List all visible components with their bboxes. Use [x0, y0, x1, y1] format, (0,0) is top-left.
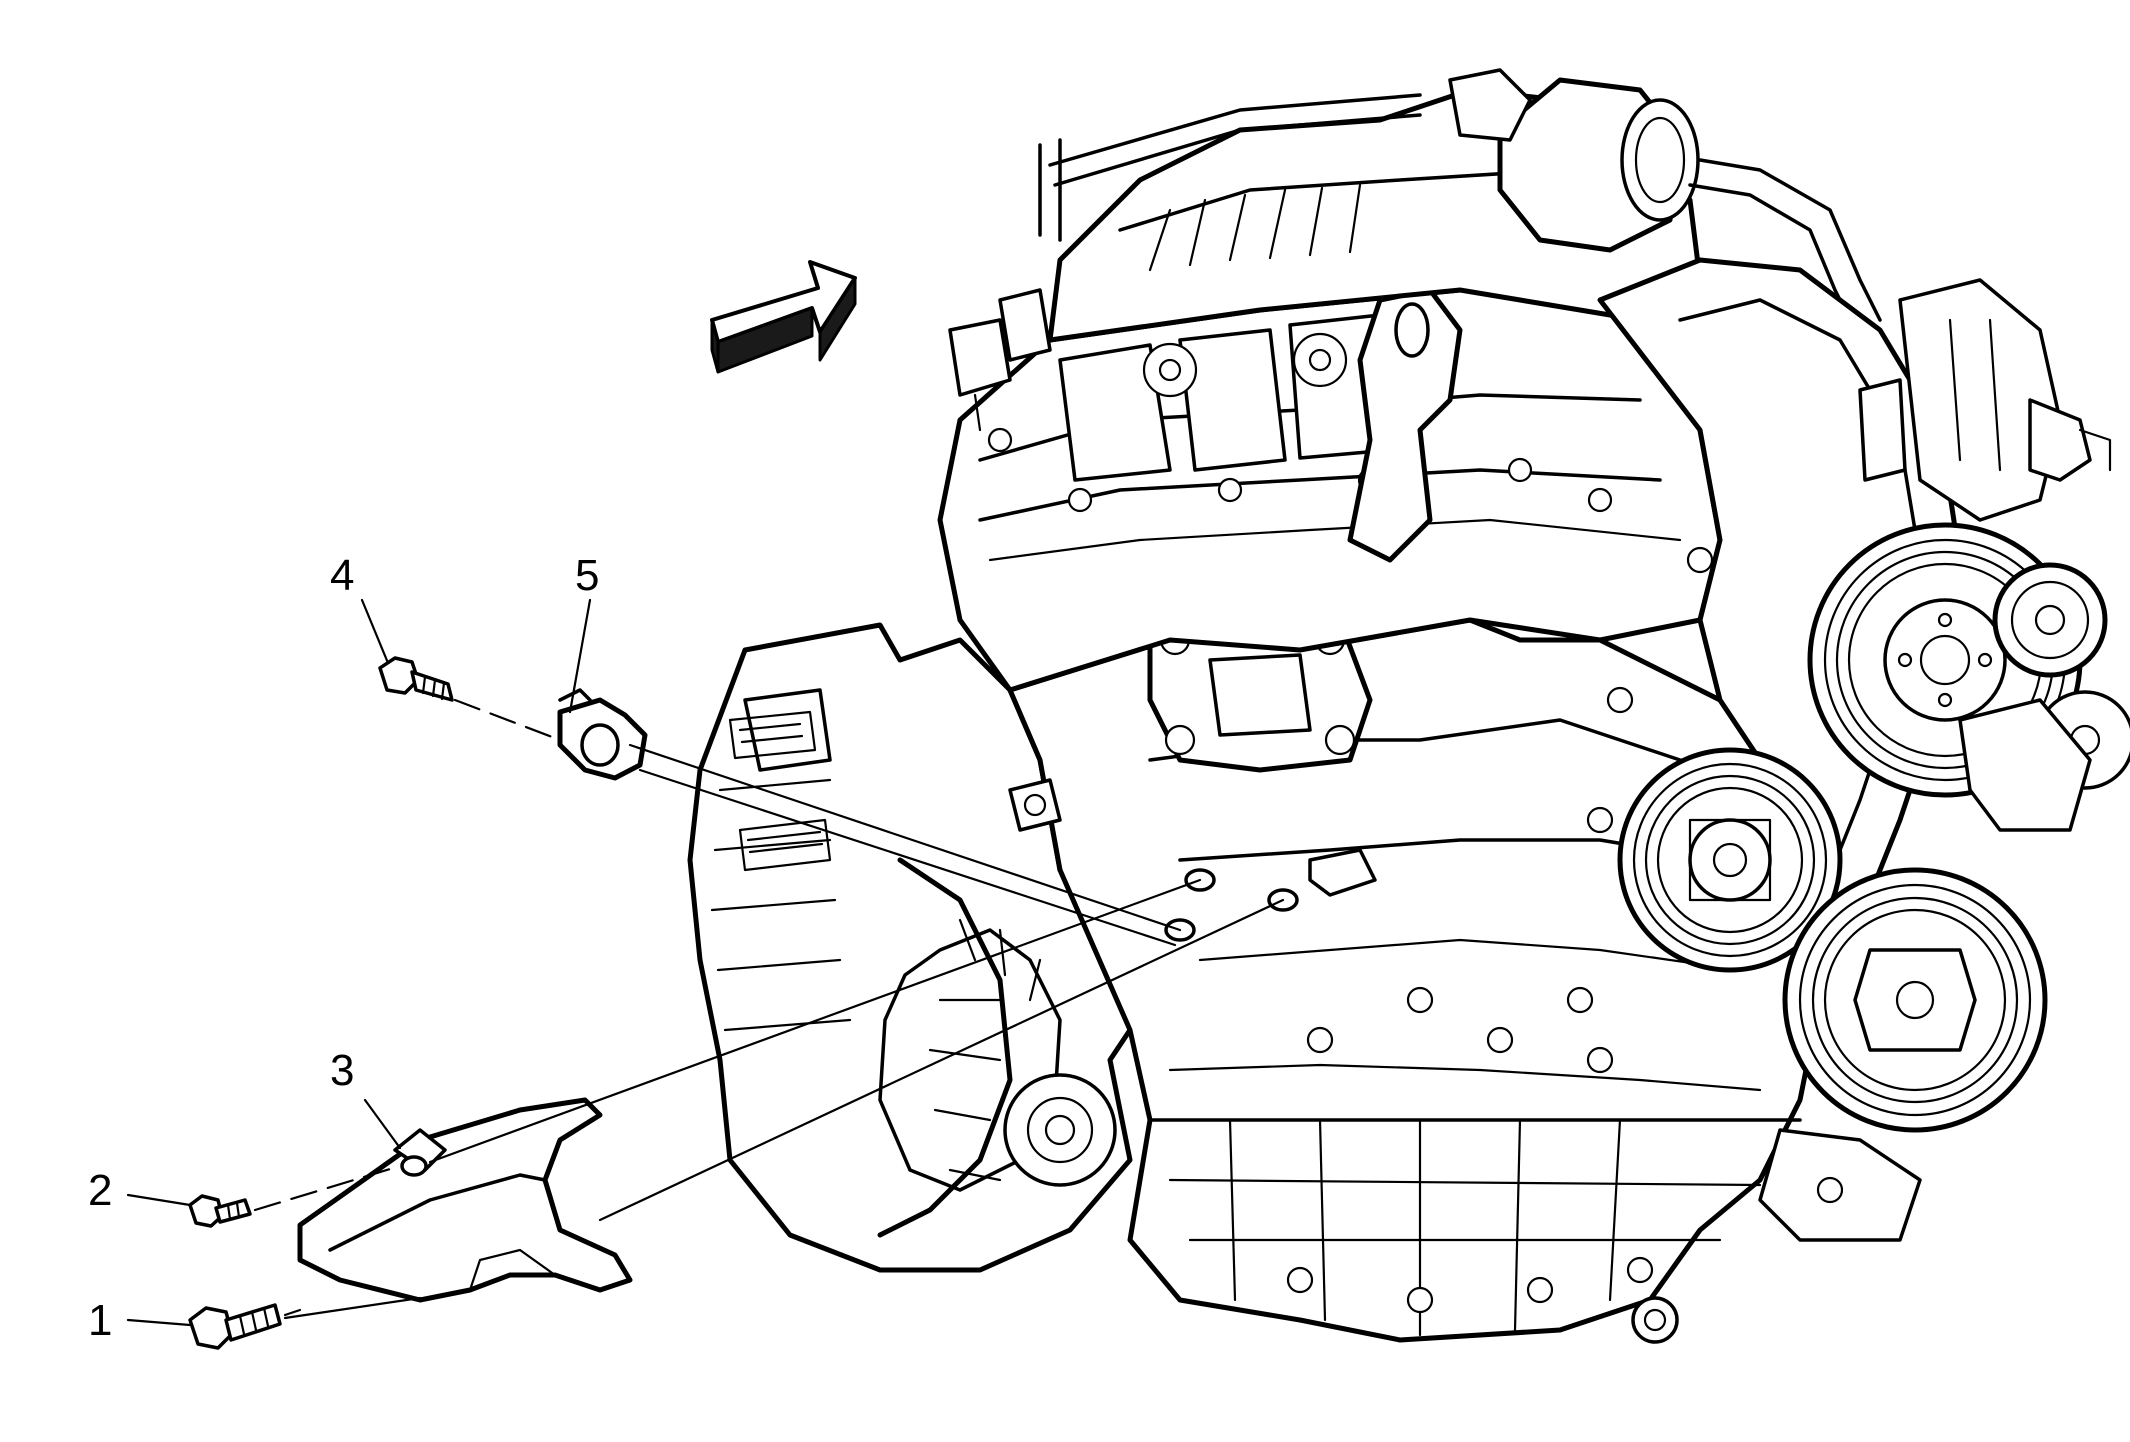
- callout-5: 5: [575, 551, 599, 600]
- callout-labels: 1 2 3 4 5: [88, 551, 599, 1345]
- part-5-clip: [557, 688, 648, 781]
- bolt-4: [378, 656, 454, 702]
- engine-assembly: [687, 68, 2130, 1344]
- callout-2: 2: [88, 1166, 112, 1215]
- callout-4: 4: [330, 551, 354, 600]
- bolt-1: [188, 1303, 282, 1350]
- part-3-bracket: [297, 1097, 633, 1303]
- forward-direction-arrow-icon: [710, 260, 857, 374]
- callout-leaders: [126, 598, 592, 1327]
- callout-3: 3: [330, 1046, 354, 1095]
- callout-1: 1: [88, 1296, 112, 1345]
- bolt-2: [188, 1194, 252, 1228]
- assembly-lines: [253, 698, 1285, 1320]
